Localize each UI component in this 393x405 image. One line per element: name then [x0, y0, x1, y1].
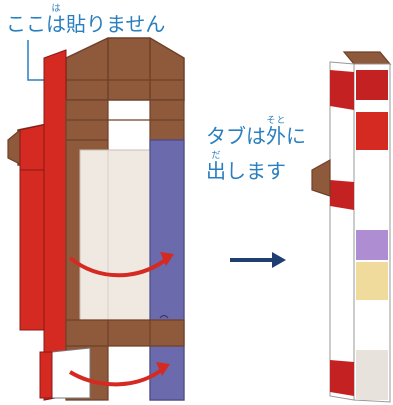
top-brown-panel	[65, 37, 185, 101]
tabs-line1-ruby: 外そと	[266, 116, 286, 148]
assembled-top	[342, 51, 392, 65]
no-glue-ruby-base: は	[46, 12, 66, 36]
curved-red-arrow-icon	[68, 256, 170, 278]
no-glue-label: ここはは貼りません	[6, 4, 165, 40]
curved-red-arrow-head	[160, 252, 174, 266]
no-glue-label-pre: ここ	[6, 12, 46, 36]
open-box	[7, 37, 185, 401]
tabs-outside-line2: 出だします	[206, 151, 336, 186]
blue-side-panel	[149, 139, 185, 401]
tabs-line2-ruby: 出だ	[206, 151, 226, 183]
right-arrow-head	[272, 252, 286, 268]
no-glue-label-post: りません	[86, 12, 166, 36]
assembled-box	[311, 51, 392, 403]
no-glue-kanji: 貼	[66, 12, 86, 36]
inner-cream-panel	[79, 149, 151, 321]
tabs-line1-post: に	[286, 124, 306, 148]
tabs-line1-kanji-ruby: そと	[266, 116, 286, 126]
no-glue-ruby-text: は	[46, 4, 66, 14]
tabs-outside-label: タブは外そとに 出だします	[206, 116, 336, 186]
tabs-line2-post: します	[226, 159, 286, 183]
tabs-line1-kanji: 外	[266, 124, 286, 148]
curved-red-arrow-head-2	[156, 362, 170, 376]
left-tab-tip	[7, 128, 21, 165]
tabs-line2-kanji: 出	[206, 159, 226, 183]
bottom-brown-band	[65, 319, 185, 347]
curved-red-arrow-icon-2	[68, 366, 166, 387]
tabs-line2-kanji-ruby: だ	[206, 151, 226, 161]
tabs-line1-pre: タブは	[206, 124, 266, 148]
no-glue-ruby: はは	[46, 4, 66, 36]
tabs-outside-line1: タブは外そとに	[206, 116, 336, 151]
assembled-left-face	[329, 61, 355, 401]
assembled-tab	[311, 158, 331, 197]
